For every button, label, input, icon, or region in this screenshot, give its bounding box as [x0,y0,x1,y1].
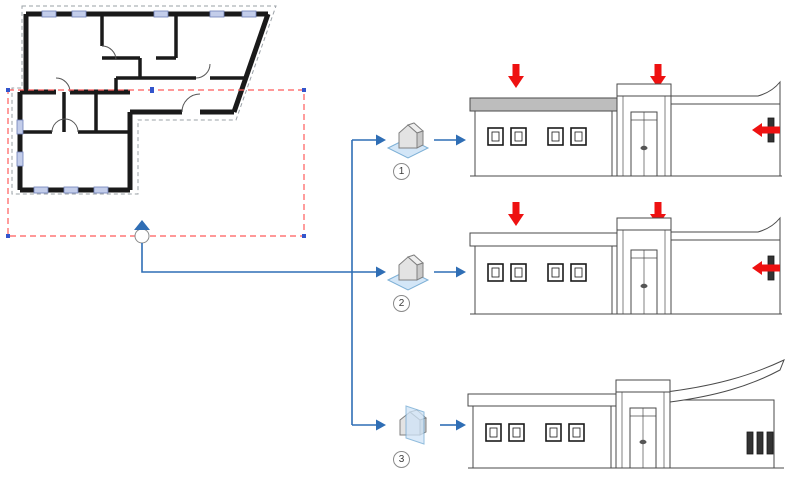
elevation-windows [485,423,774,455]
elevation-view-icon-1 [386,122,430,159]
plan-walls [17,11,271,193]
section-plane-icon-3 [399,405,427,445]
house-prism-icon [398,124,418,149]
elevation-view-icon-2 [386,254,430,291]
elevation-view-1 [469,64,782,177]
red-arrow-left [752,261,780,275]
elevation-view-2 [469,202,782,315]
side-window-strip [766,431,774,455]
right-wing-fascia-cut [670,216,781,241]
left-wing-fascia [469,232,618,247]
view-label-2: 2 [393,295,410,312]
door-handle [640,283,648,289]
building-elevation [469,216,782,315]
view-label-1: 1 [393,163,410,180]
elevation-marker [134,220,150,244]
curved-roof [665,359,785,403]
plan-door-arcs [51,45,211,133]
door-handle [639,439,647,445]
plan-boundary-dashed [11,5,277,195]
crop-region [7,89,305,237]
elevation-view-3 [467,359,785,469]
red-arrow-down [508,64,524,88]
red-arrow-left [752,123,780,137]
house-prism-icon [398,256,418,281]
left-wing-fascia [469,97,618,112]
door-handle [640,145,648,151]
red-arrow-down [650,64,666,88]
left-wing-fascia [467,393,617,407]
plan-window-symbols [16,10,257,194]
right-wing-fascia-cut [670,80,781,105]
side-window-strip [746,431,754,455]
view-label-3: 3 [393,451,410,468]
cutting-plane-shape [405,405,425,445]
red-arrow-down [508,202,524,226]
building-elevation [467,359,785,469]
floor-plan [6,5,306,244]
crop-region-handles [6,87,306,238]
elevation-marker-arrow-icon [134,220,150,230]
elevation-windows [487,117,775,146]
side-window-strip [756,431,764,455]
plan-interior-walls [20,14,246,134]
